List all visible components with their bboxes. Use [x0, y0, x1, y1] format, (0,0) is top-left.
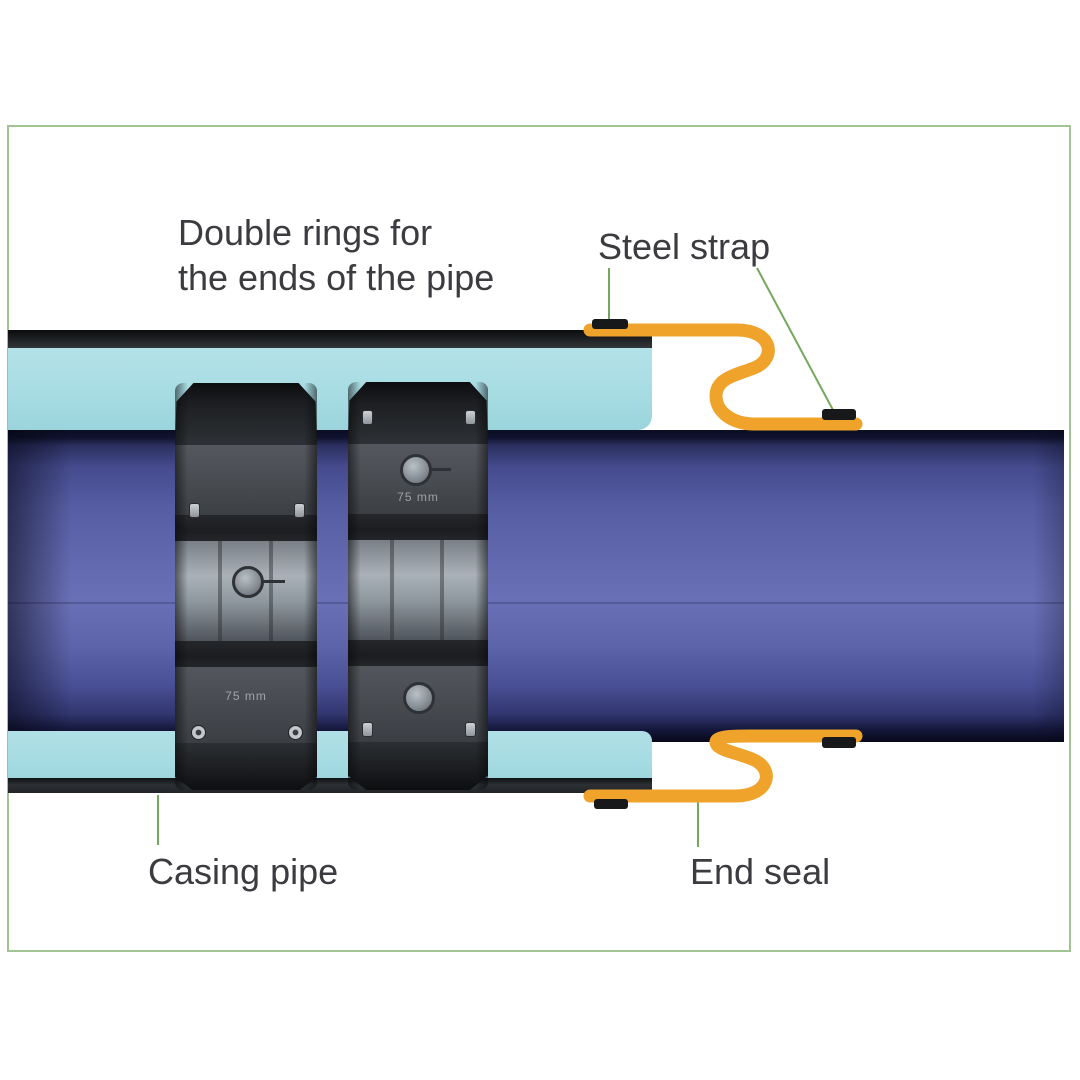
casing-annulus-top: [8, 348, 652, 430]
ring-edge-shading: [348, 382, 488, 790]
end-seal-rubber-top: [583, 323, 863, 431]
ring-edge-shading: [175, 383, 317, 790]
steel-strap-clip-top-right: [822, 409, 856, 420]
note-double-rings-line1: Double rings for: [178, 212, 433, 253]
label-end-seal: End seal: [690, 851, 831, 892]
steel-strap-leader-line-right: [756, 267, 834, 411]
casing-annulus-bottom: [8, 731, 652, 778]
casing-spacer-ring-2: 75 mm: [348, 382, 488, 790]
label-casing-pipe: Casing pipe: [148, 851, 339, 892]
steel-strap-clip-top-left: [592, 319, 628, 329]
casing-pipe-bottom-wall: [8, 778, 652, 793]
carrier-pipe-seam-line: [8, 602, 1064, 604]
note-double-rings-line2: the ends of the pipe: [178, 257, 495, 298]
casing-spacer-ring-1: 75 mm: [175, 383, 317, 790]
steel-strap-clip-bottom-left: [594, 799, 628, 809]
end-seal-rubber-bottom: [583, 729, 863, 803]
casing-pipe-top-wall: [8, 330, 652, 348]
note-double-rings: Double rings for the ends of the pipe: [178, 210, 494, 300]
steel-strap-clip-bottom-right: [822, 737, 856, 748]
label-steel-strap: Steel strap: [598, 226, 771, 267]
